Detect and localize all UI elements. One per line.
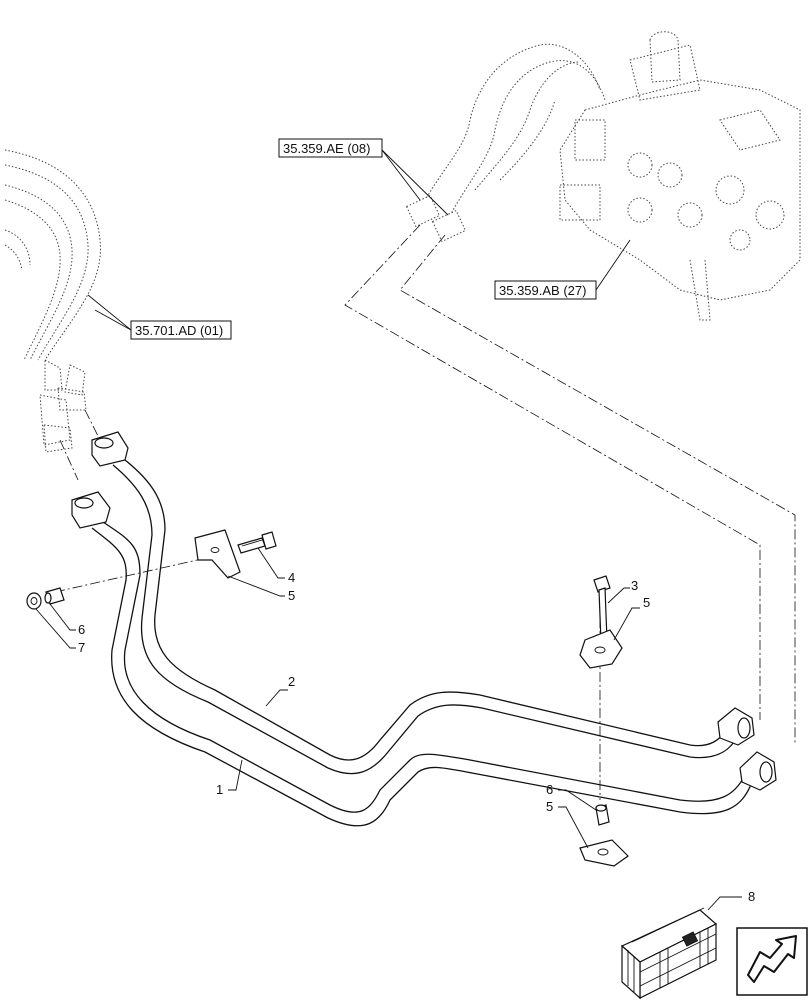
callout-5-right-upper: 5 (643, 595, 650, 610)
callout-5-right-lower: 5 (546, 799, 553, 814)
reference-valve-hoses-label[interactable]: 35.359.AE (08) (283, 141, 370, 156)
clamp-upper (194, 529, 277, 579)
tube-1 (91, 519, 753, 827)
callout-6-left: 6 (78, 622, 85, 637)
reference-valve-body-label[interactable]: 35.359.AB (27) (499, 283, 586, 298)
kit-crate-icon (620, 907, 718, 1000)
control-valve-ghost (405, 31, 801, 321)
clamp-right-upper (579, 575, 623, 669)
callout-5-upper-left: 5 (288, 588, 295, 603)
callout-4: 4 (288, 570, 295, 585)
nut-washer-left (26, 587, 65, 610)
callout-7: 7 (78, 640, 85, 655)
callout-6-right-lower: 6 (546, 782, 553, 797)
reference-valve-hoses[interactable]: 35.359.AE (08) (278, 138, 383, 158)
callout-1: 1 (216, 782, 223, 797)
tube-2 (112, 459, 739, 775)
next-page-arrow-icon[interactable] (736, 927, 808, 996)
assembly-lines (54, 224, 796, 800)
callout-8: 8 (748, 889, 755, 904)
callout-3: 3 (631, 578, 638, 593)
reference-front-hoses[interactable]: 35.701.AD (01) (130, 320, 232, 340)
reference-front-hoses-label[interactable]: 35.701.AD (01) (135, 323, 223, 338)
callouts: 1 2 3 5 4 5 6 7 6 5 8 (35, 547, 755, 911)
tube-nuts-right (717, 707, 777, 791)
callout-2: 2 (288, 674, 295, 689)
reference-valve-body[interactable]: 35.359.AB (27) (494, 280, 597, 300)
clamp-right-lower (579, 804, 629, 867)
tube-nuts-left (71, 431, 129, 529)
front-hoses-ghost (4, 149, 101, 453)
